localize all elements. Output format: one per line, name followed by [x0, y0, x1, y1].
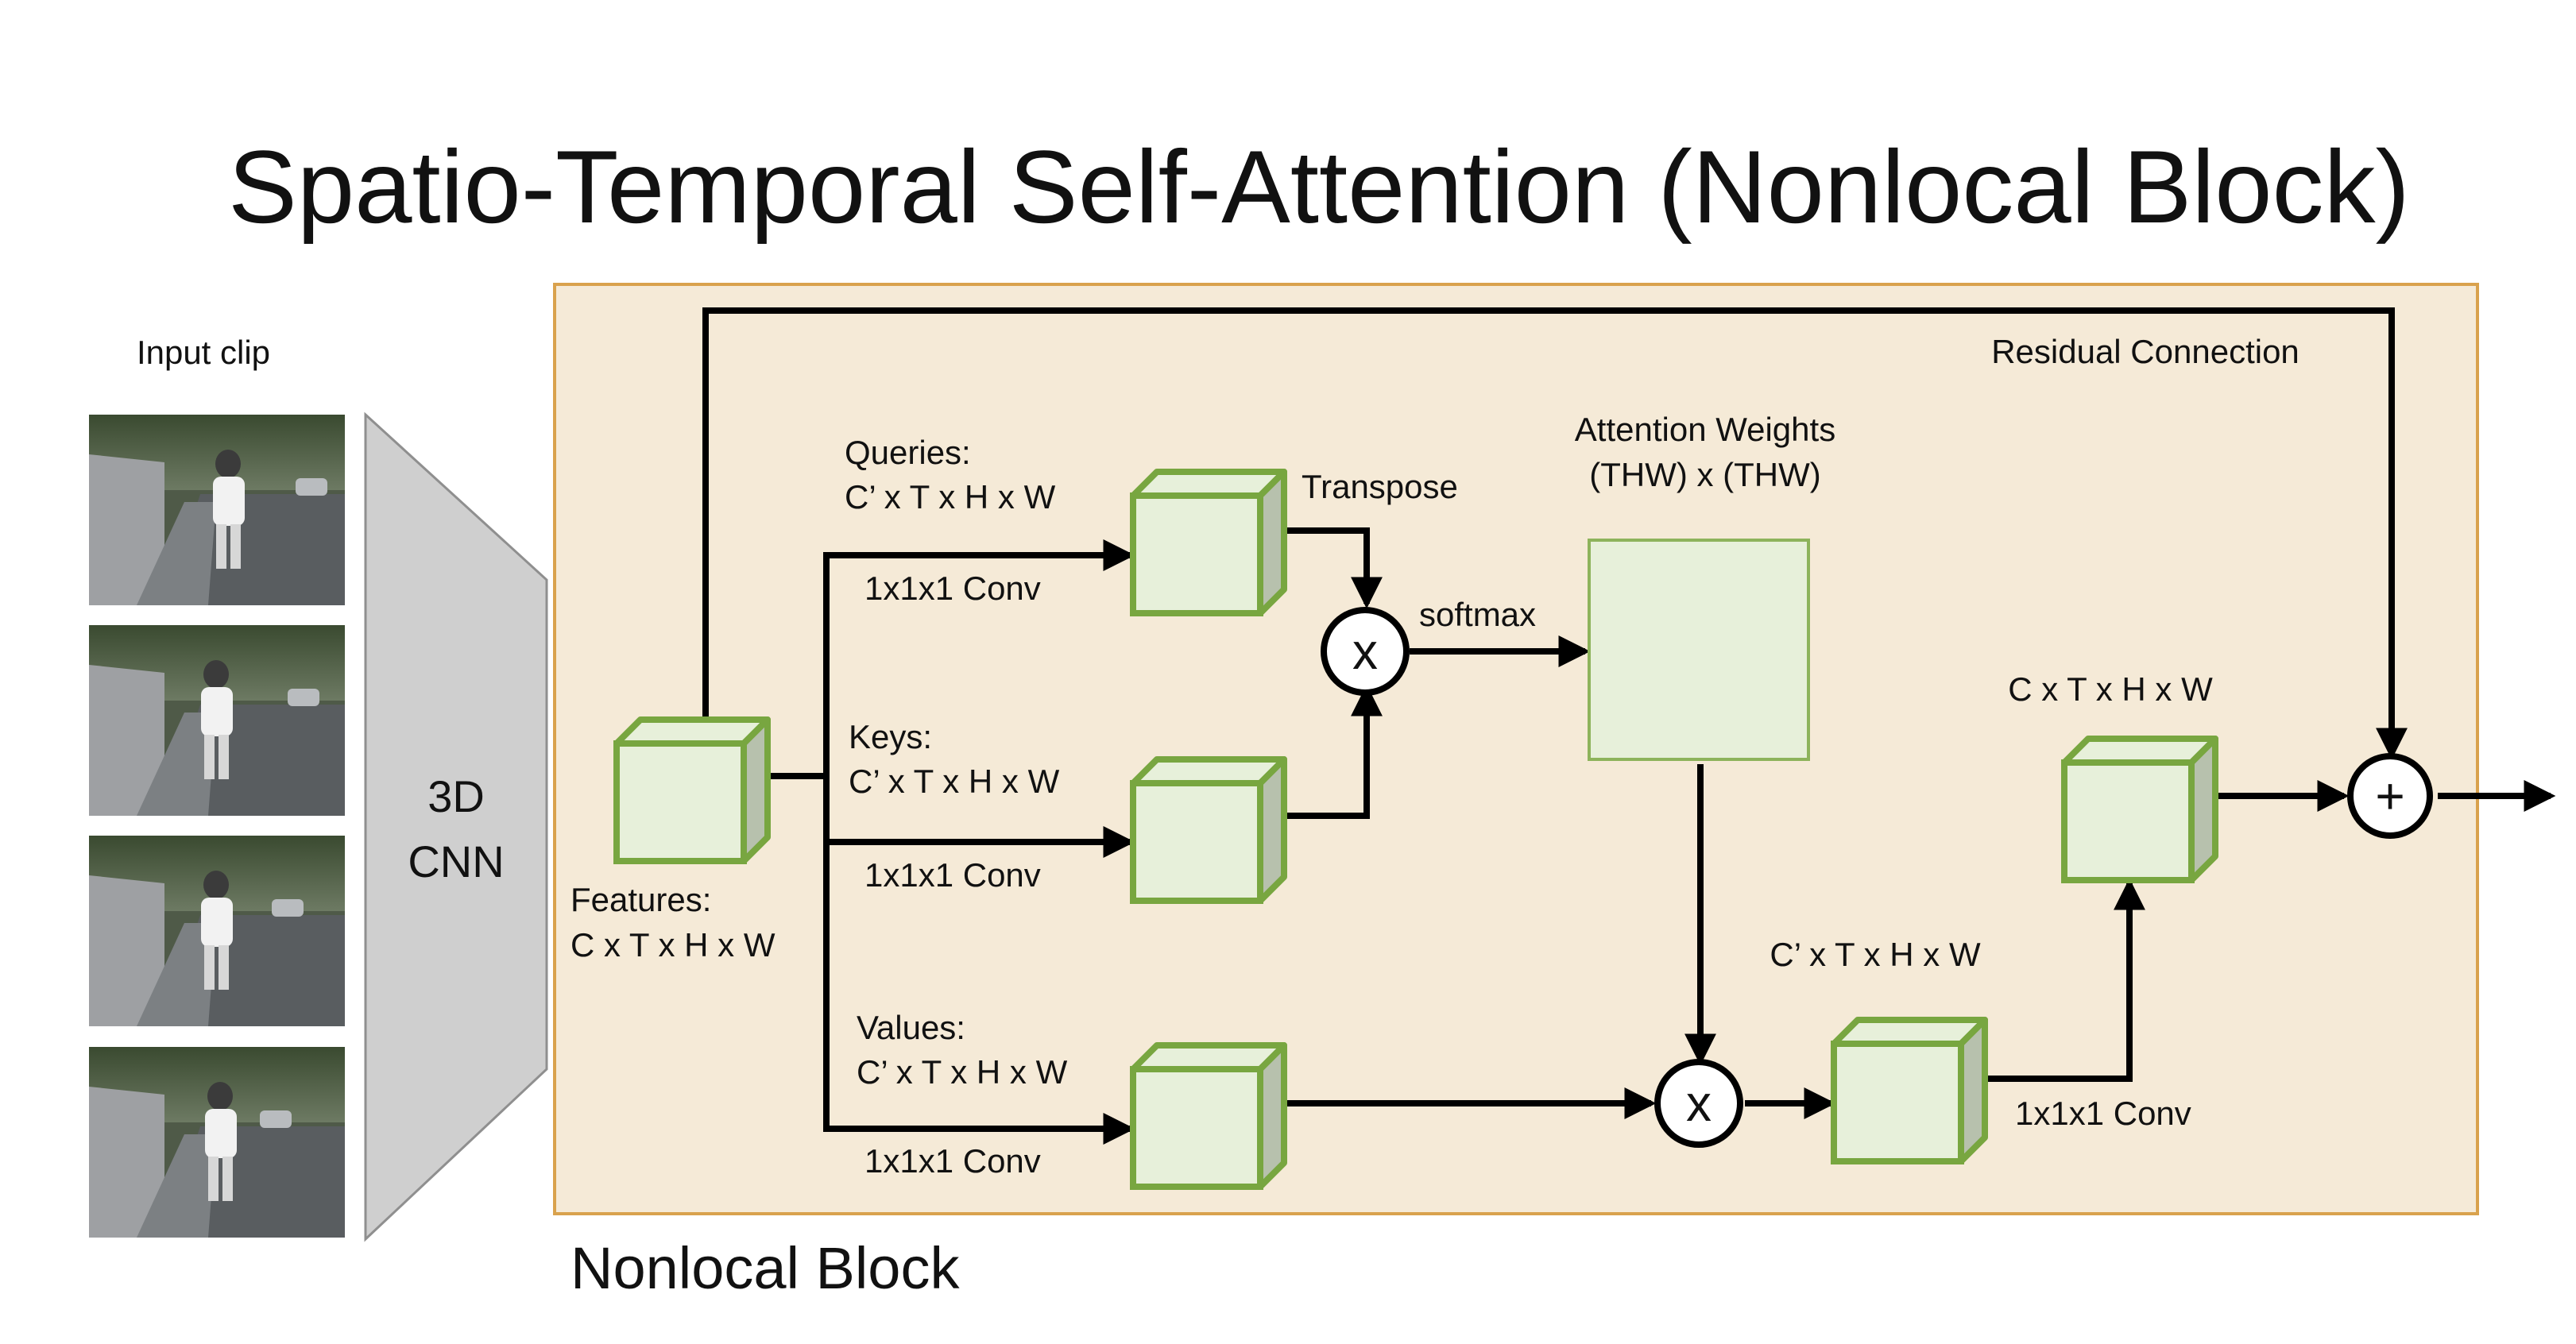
weighted-output-shape: C’ x T x H x W [1770, 936, 1981, 973]
out-conv-arrow [1985, 878, 2145, 1082]
keys-conv-label: 1x1x1 Conv [864, 856, 1041, 894]
attention-weights-shape: (THW) x (THW) [1589, 456, 1821, 493]
values-cube [1130, 1042, 1287, 1190]
out-conv-label: 1x1x1 Conv [2015, 1095, 2191, 1132]
add-op-symbol: + [2375, 767, 2404, 825]
values-conv-label: 1x1x1 Conv [864, 1142, 1041, 1180]
input-clip-label: Input clip [137, 334, 270, 371]
attention-weights-title: Attention Weights [1575, 411, 1835, 448]
multiply-op-2: x [1654, 1059, 1743, 1148]
queries-conv-label: 1x1x1 Conv [864, 570, 1041, 607]
keys-cube [1130, 756, 1287, 904]
weighted-values-cube [1831, 1017, 1988, 1164]
queries-title: Queries: [845, 434, 971, 471]
multiply-op-2-symbol: x [1686, 1075, 1712, 1132]
video-frame-4 [89, 1047, 345, 1238]
cnn-trapezoid [364, 411, 548, 1242]
values-shape: C’ x T x H x W [857, 1053, 1068, 1091]
keys-to-multiply-arrow [1284, 684, 1383, 819]
page-title: Spatio-Temporal Self-Attention (Nonlocal… [228, 129, 2410, 245]
video-frame-2 [89, 625, 345, 816]
input-clip-frames [89, 415, 345, 1238]
video-frame-1 [89, 415, 345, 605]
keys-title: Keys: [849, 718, 932, 755]
features-cube [613, 716, 771, 864]
transpose-label: Transpose [1302, 468, 1458, 505]
multiply-op-1: x [1321, 607, 1410, 696]
queries-shape: C’ x T x H x W [845, 478, 1056, 516]
queries-transpose-arrow [1284, 527, 1383, 609]
queries-cube [1130, 469, 1287, 616]
output-cube [2061, 736, 2218, 883]
features-title: Features: [571, 881, 711, 918]
cnn-label-line2: CNN [408, 836, 504, 886]
residual-connection-arrow [702, 307, 2408, 760]
cnn-label-line1: 3D [427, 771, 485, 821]
add-op: + [2347, 753, 2433, 839]
nonlocal-block-label: Nonlocal Block [571, 1235, 960, 1301]
residual-connection-label: Residual Connection [1991, 333, 2299, 370]
features-shape: C x T x H x W [571, 926, 776, 964]
multiply-op-1-symbol: x [1352, 623, 1378, 680]
softmax-label: softmax [1419, 596, 1536, 633]
video-frame-3 [89, 836, 345, 1026]
keys-shape: C’ x T x H x W [849, 763, 1060, 800]
attention-weights-matrix [1588, 539, 1810, 761]
output-shape: C x T x H x W [2008, 670, 2213, 708]
values-title: Values: [857, 1009, 965, 1046]
